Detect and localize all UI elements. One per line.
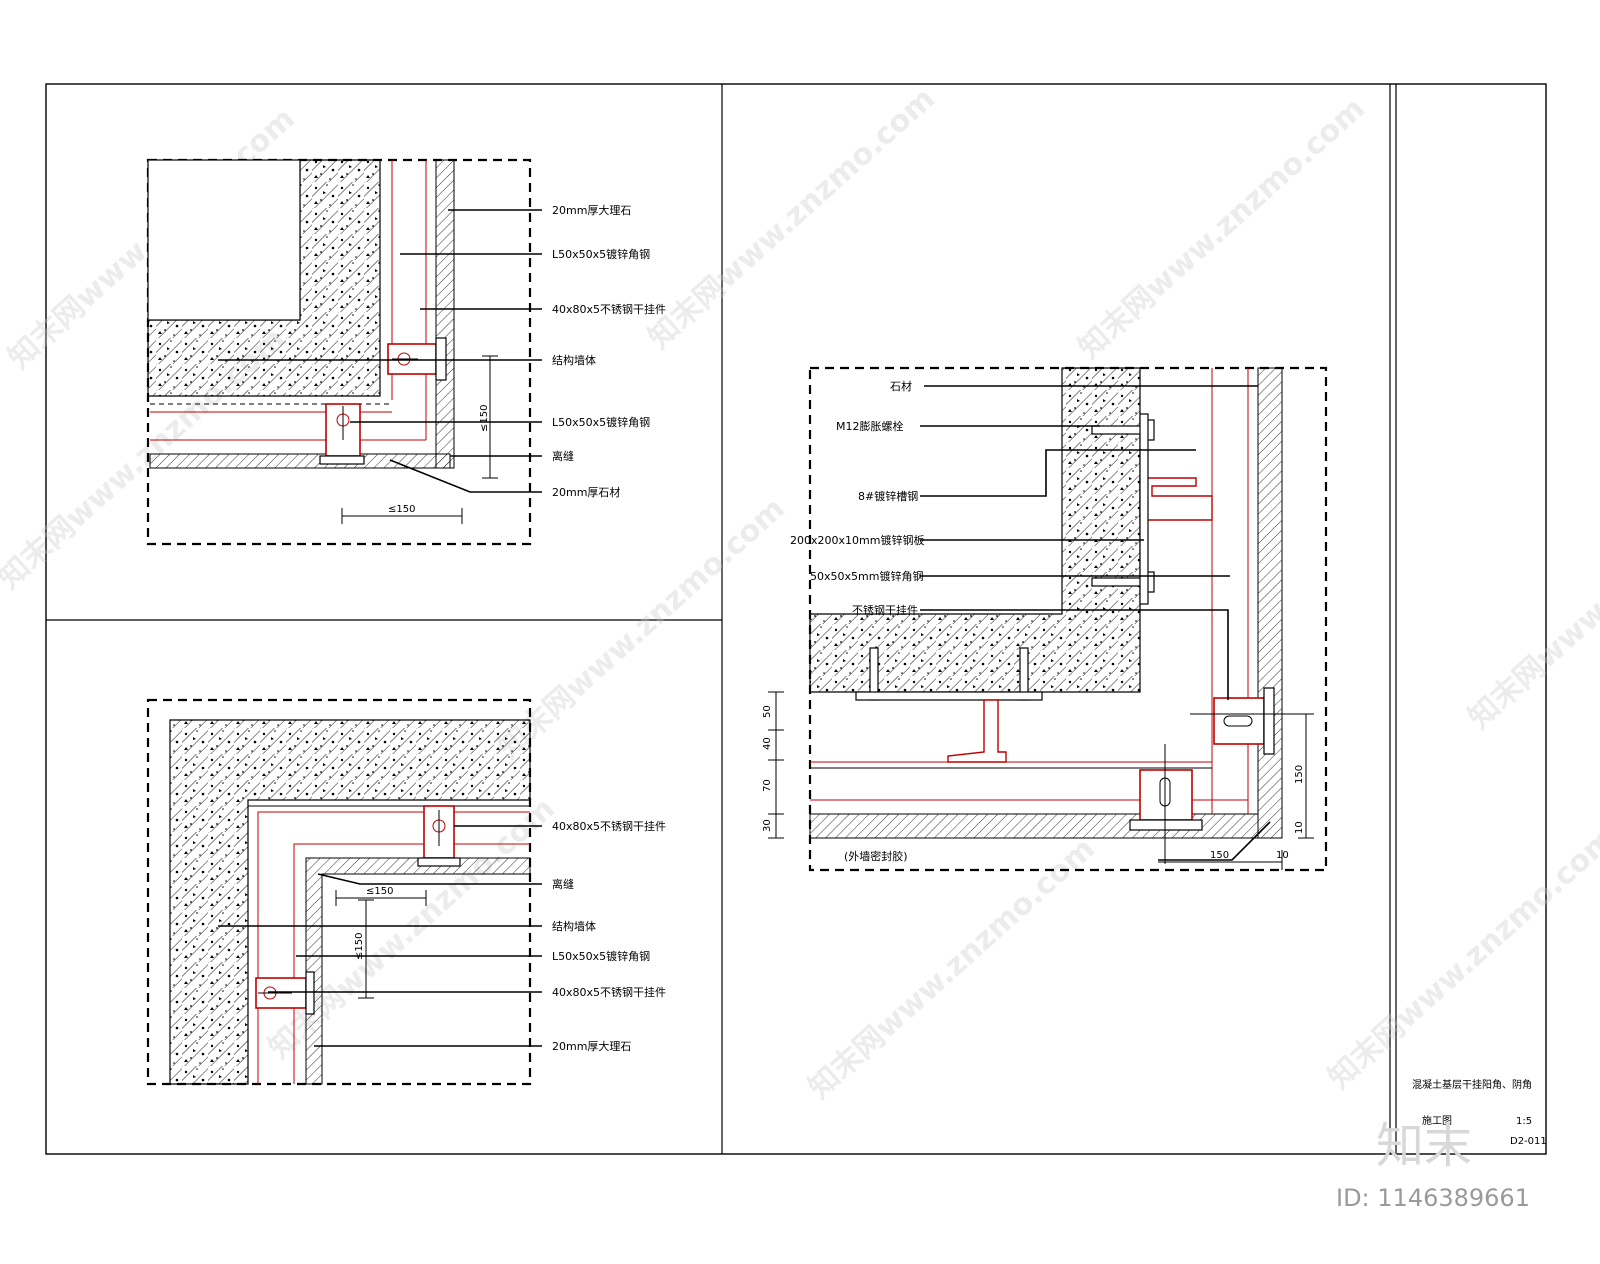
dim-vertical: ≤150 (354, 933, 365, 960)
stone-panel-vertical (1257, 367, 1283, 839)
label-sealant: (外墙密封胶) (844, 849, 908, 863)
stone-panel (305, 857, 531, 1085)
label-gap: 离缝 (552, 449, 574, 463)
dim-vertical: 40 (762, 737, 773, 750)
image-id: ID: 1146389661 (1336, 1184, 1530, 1212)
structural-wall (809, 367, 1141, 693)
label-angle-steel: 50x50x5mm镀锌角钢 (810, 569, 923, 583)
watermark-text: 知末网www.znzmo.com (1322, 821, 1600, 1096)
label-expansion-bolt: M12膨胀螺栓 (836, 419, 904, 433)
label-stainless-hanger: 40x80x5不锈钢干挂件 (552, 819, 666, 833)
detail-b: 40x80x5不锈钢干挂件 离缝 结构墙体 L50x50x5镀锌角钢 40x80… (146, 698, 666, 1086)
dim-vertical: ≤150 (479, 405, 490, 432)
dim-vertical: 150 (1294, 765, 1305, 784)
drawing-type: 施工图 (1422, 1114, 1452, 1127)
detail-c: 石材 M12膨胀螺栓 8#镀锌槽钢 200x200x10mm镀锌钢板 50x50… (762, 366, 1328, 872)
label-marble-20mm: 20mm厚大理石 (552, 203, 631, 217)
label-steel-plate: 200x200x10mm镀锌钢板 (790, 533, 924, 547)
expansion-bolt (1091, 425, 1145, 435)
drawing-title: 混凝土基层干挂阳角、阴角 (1412, 1078, 1532, 1091)
drawing-scale: 1:5 (1516, 1116, 1532, 1127)
dim-vertical: 30 (762, 819, 773, 832)
label-stone-20mm: 20mm厚石材 (552, 485, 620, 499)
stone-panel-horizontal (149, 453, 451, 469)
watermark-text: 知末网www.znzmo.com (1462, 461, 1600, 736)
detail-a: 20mm厚大理石 L50x50x5镀锌角钢 40x80x5不锈钢干挂件 结构墙体… (146, 158, 666, 546)
drawing-number: D2-011 (1510, 1136, 1547, 1147)
label-gap: 离缝 (552, 877, 574, 891)
dim-horizontal: 150 (1210, 850, 1229, 861)
dim-vertical: 50 (762, 705, 773, 718)
label-stainless-hanger: 40x80x5不锈钢干挂件 (552, 985, 666, 999)
steel-bracket (1213, 697, 1265, 745)
title-block: 混凝土基层干挂阳角、阴角 施工图 1:5 D2-011 (1412, 1078, 1547, 1147)
sheet-border (45, 83, 1547, 1155)
dim-small: 10 (1294, 821, 1305, 834)
dim-horizontal: ≤150 (388, 504, 415, 515)
watermark-text: 知末网www.znzmo.com (802, 831, 1102, 1106)
dim-horizontal: ≤150 (366, 886, 393, 897)
structural-wall (169, 719, 531, 1085)
label-structural-wall: 结构墙体 (552, 919, 596, 933)
watermark-text: 知末网www.znzmo.com (642, 81, 942, 356)
label-structural-wall: 结构墙体 (552, 353, 596, 367)
dim-small: 10 (1276, 850, 1289, 861)
steel-plate (1139, 413, 1149, 605)
watermark-text: 知末网www.znzmo.com (1072, 91, 1372, 366)
label-stainless-hanger: 不锈钢干挂件 (852, 603, 918, 617)
wall-void (147, 159, 301, 321)
angle-steel (947, 699, 1007, 763)
dim-vertical: 70 (762, 779, 773, 792)
brand-logo-text: 知末 (1376, 1118, 1472, 1174)
label-stone: 石材 (890, 379, 912, 393)
label-stainless-hanger: 40x80x5不锈钢干挂件 (552, 302, 666, 316)
label-angle-steel: L50x50x5镀锌角钢 (552, 415, 650, 429)
label-angle-steel: L50x50x5镀锌角钢 (552, 949, 650, 963)
label-marble-20mm: 20mm厚大理石 (552, 1039, 631, 1053)
watermark-text: 知末网www.znzmo.com (492, 491, 792, 766)
channel-steel (1139, 477, 1213, 521)
label-angle-steel: L50x50x5镀锌角钢 (552, 247, 650, 261)
label-channel-steel: 8#镀锌槽钢 (858, 489, 918, 503)
expansion-bolt (1091, 577, 1145, 587)
detail-b-boundary (146, 698, 532, 1086)
